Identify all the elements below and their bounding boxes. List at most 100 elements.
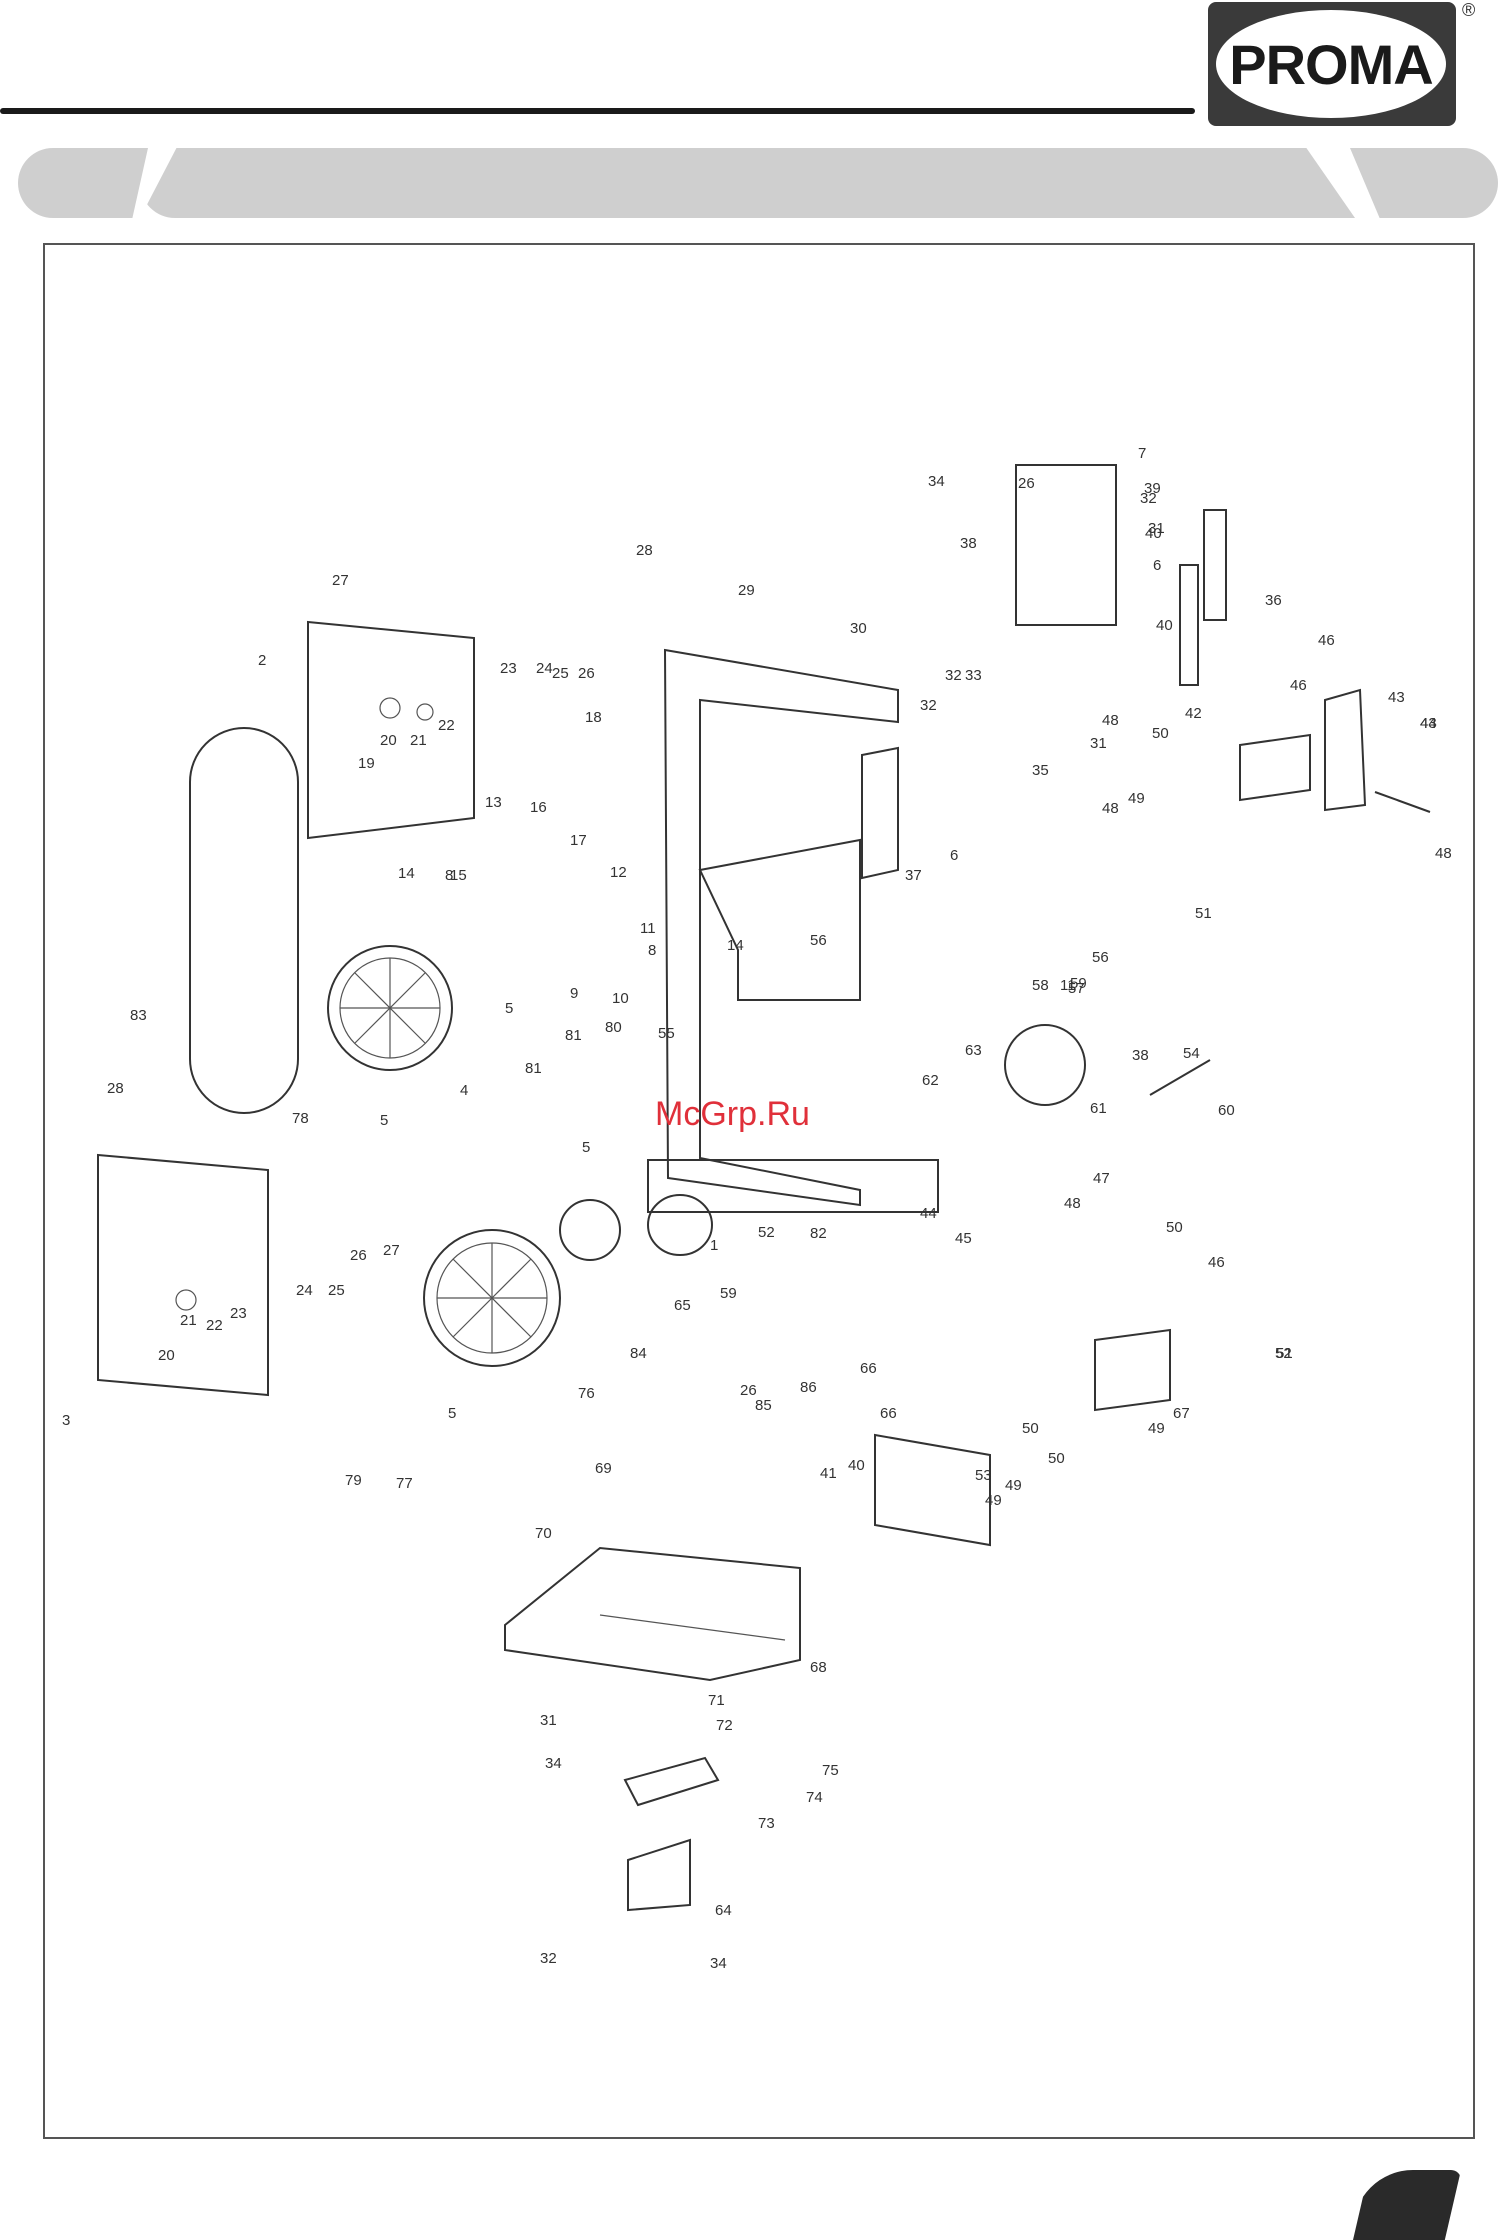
callout: 65 <box>674 1297 691 1314</box>
callout: 59 <box>1070 975 1087 992</box>
upper-wheel <box>327 945 453 1071</box>
callout: 3 <box>62 1412 70 1429</box>
callout: 56 <box>810 932 827 949</box>
top-bracket <box>1015 464 1117 626</box>
lower-wheel-spokes <box>437 1243 547 1353</box>
callout: 14 <box>727 937 744 954</box>
callout: 59 <box>720 1285 737 1302</box>
callout: 69 <box>595 1460 612 1477</box>
callout: 5 <box>380 1112 388 1129</box>
callout: 29 <box>738 582 755 599</box>
callout: 81 <box>565 1027 582 1044</box>
trunnion <box>623 1756 720 1807</box>
diagram-frame <box>43 243 1475 2139</box>
callout: 52 <box>758 1224 775 1241</box>
callout: 40 <box>1145 525 1162 542</box>
callout: 72 <box>716 1717 733 1734</box>
frame-throat <box>698 838 861 1001</box>
callout: 81 <box>525 1060 542 1077</box>
callout: 55 <box>658 1025 675 1042</box>
callout: 48 <box>1435 845 1452 862</box>
callout: 35 <box>1032 762 1049 779</box>
callout: 60 <box>1218 1102 1235 1119</box>
callout: 15 <box>450 867 467 884</box>
callout: 33 <box>965 667 982 684</box>
callout: 7 <box>1138 445 1146 462</box>
lower-cover-knob <box>175 1289 197 1311</box>
callout: 38 <box>1132 1047 1149 1064</box>
callout: 48 <box>1102 800 1119 817</box>
callout: 40 <box>848 1457 865 1474</box>
callout: 30 <box>850 620 867 637</box>
lower-guide-block <box>1094 1328 1171 1412</box>
callout: 21 <box>410 732 427 749</box>
saw-blade <box>189 727 299 1114</box>
callout: 8 <box>445 867 453 884</box>
callout: 10 <box>612 990 629 1007</box>
callout: 18 <box>585 709 602 726</box>
callout: 1 <box>710 1237 718 1254</box>
callout: 23 <box>230 1305 247 1322</box>
callout: 27 <box>332 572 349 589</box>
callout: 28 <box>636 542 653 559</box>
callout: 31 <box>540 1712 557 1729</box>
frame-base <box>647 1159 939 1213</box>
callout: 45 <box>955 1230 972 1247</box>
callout: 19 <box>358 755 375 772</box>
callout: 2 <box>258 652 266 669</box>
callout: 40 <box>1156 617 1173 634</box>
callout: 12 <box>610 864 627 881</box>
callout: 32 <box>945 667 962 684</box>
callout: 13 <box>485 794 502 811</box>
callout: 6 <box>1153 557 1161 574</box>
guide-plate-42 <box>1324 688 1367 812</box>
callout: 5 <box>582 1139 590 1156</box>
callout: 42 <box>1185 705 1202 722</box>
callout: 66 <box>880 1405 897 1422</box>
callout: 8 <box>648 942 656 959</box>
callout: 71 <box>708 1692 725 1709</box>
callout: 53 <box>975 1467 992 1484</box>
guide-post <box>861 746 899 880</box>
callout: 84 <box>630 1345 647 1362</box>
callout: 39 <box>1144 480 1161 497</box>
belt-62 <box>647 1194 713 1256</box>
main-frame <box>663 648 899 1207</box>
callout: 68 <box>810 1659 827 1676</box>
callout: 57 <box>1068 980 1085 997</box>
callout: 26 <box>740 1382 757 1399</box>
callout: 49 <box>1148 1420 1165 1437</box>
callout: 74 <box>806 1789 823 1806</box>
callout: 26 <box>578 665 595 682</box>
callout: 26 <box>350 1247 367 1264</box>
callout: 34 <box>928 473 945 490</box>
callout: 32 <box>920 697 937 714</box>
callout: 78 <box>292 1110 309 1127</box>
callout: 46 <box>1318 632 1335 649</box>
callout: 31 <box>1090 735 1107 752</box>
callout: 79 <box>345 1472 362 1489</box>
callout: 9 <box>570 985 578 1002</box>
callout: 52 <box>1275 1345 1292 1362</box>
callout: 50 <box>1022 1420 1039 1437</box>
rail-38 <box>1203 509 1227 621</box>
callout: 5 <box>505 1000 513 1017</box>
callout: 76 <box>578 1385 595 1402</box>
lower-bracket <box>874 1433 991 1547</box>
trunnion-bracket <box>627 1838 691 1912</box>
callout: 22 <box>206 1317 223 1334</box>
callout: 46 <box>1208 1254 1225 1271</box>
callout: 32 <box>540 1950 557 1967</box>
callout: 28 <box>107 1080 124 1097</box>
callout: 47 <box>1093 1170 1110 1187</box>
callout: 32 <box>1140 490 1157 507</box>
callout: 4 <box>460 1082 468 1099</box>
callout: 50 <box>1152 725 1169 742</box>
callout: 66 <box>860 1360 877 1377</box>
header-bar-left <box>18 148 148 218</box>
callout: 17 <box>570 832 587 849</box>
work-table <box>504 1546 801 1682</box>
callout: 41 <box>820 1465 837 1482</box>
logo-oval: PROMA <box>1216 10 1446 118</box>
callout: 49 <box>1128 790 1145 807</box>
